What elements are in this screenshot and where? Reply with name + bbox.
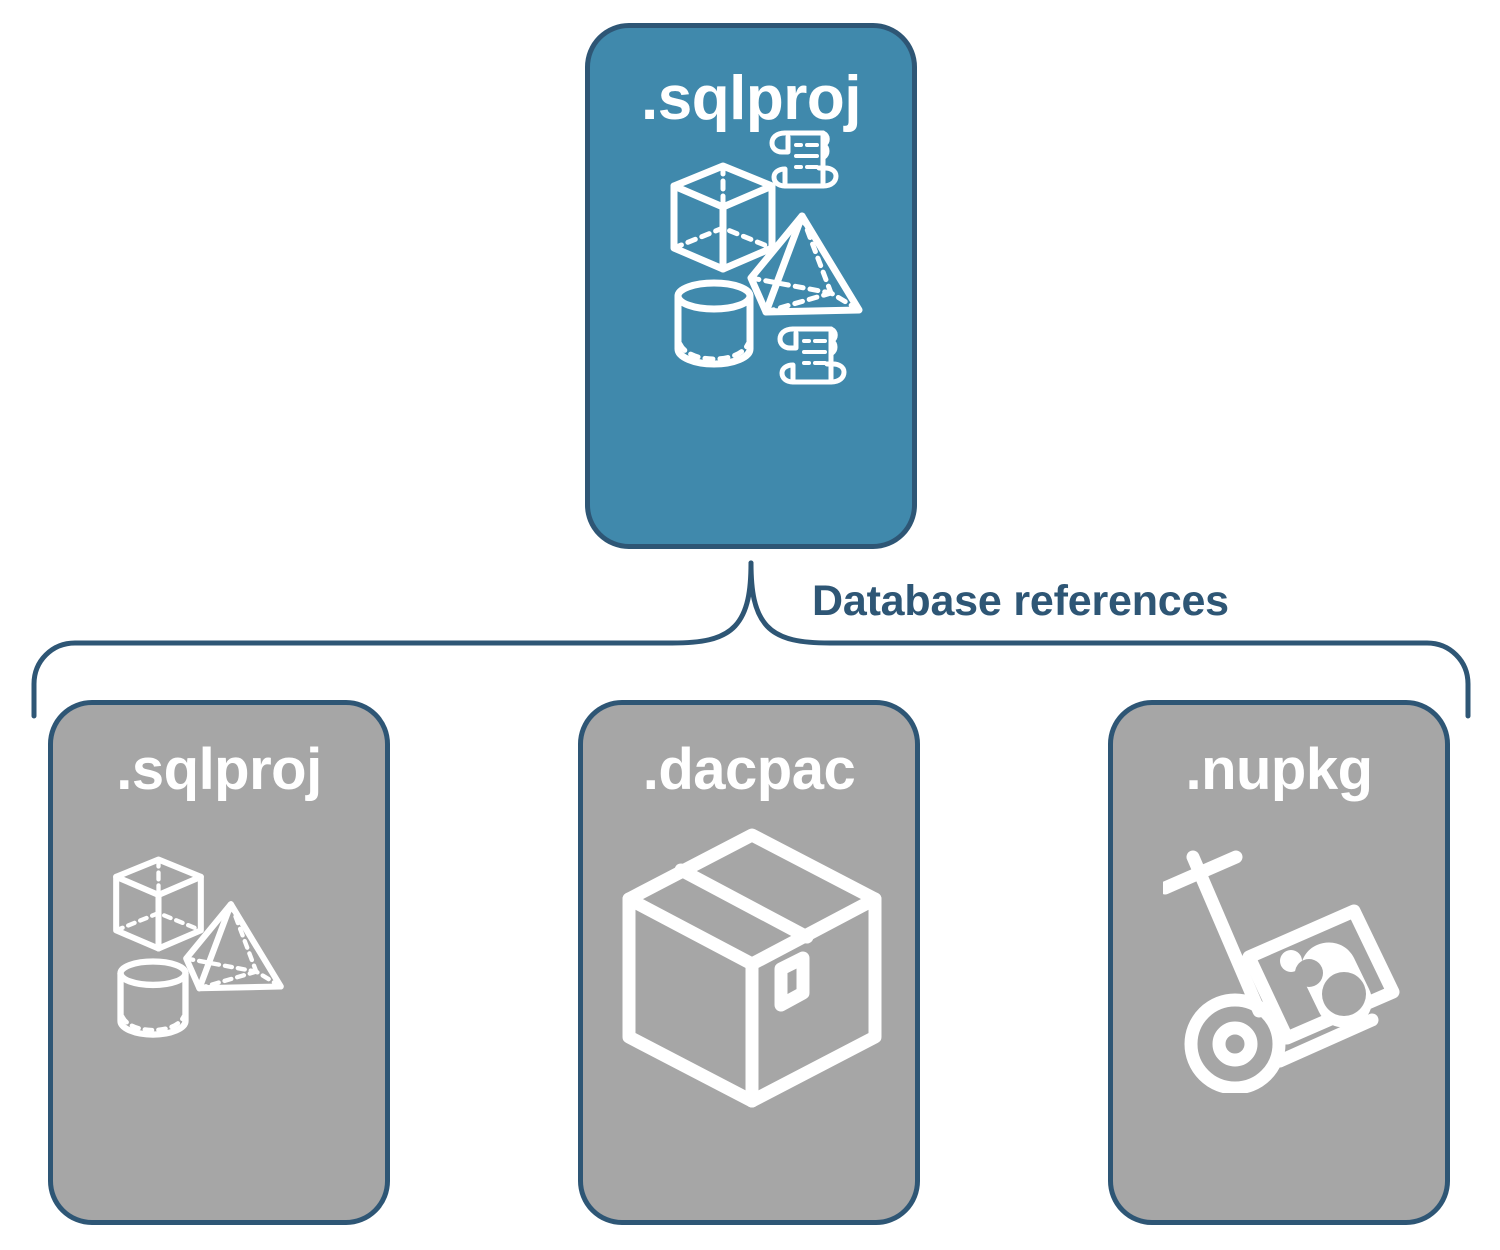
node-icon-group: [1113, 799, 1445, 1220]
scroll-icon: [769, 130, 839, 189]
node-icon-group: [590, 130, 912, 544]
node-nupkg[interactable]: .nupkg: [1108, 700, 1450, 1225]
cylinder-icon: [117, 958, 189, 1038]
connector-label: Database references: [812, 577, 1229, 625]
cylinder-icon: [674, 279, 754, 368]
database-references-brace: [31, 560, 1471, 719]
cube-icon: [113, 856, 204, 952]
node-sqlproj-child[interactable]: .sqlproj: [48, 700, 390, 1225]
pyramid-icon: [183, 901, 284, 992]
package-box-icon: [622, 828, 882, 1108]
node-label: .sqlproj: [116, 737, 322, 802]
node-sqlproj-root[interactable]: .sqlproj: [585, 23, 917, 549]
hand-truck-nuget-icon: [1163, 850, 1400, 1093]
node-label: .nupkg: [1185, 737, 1373, 802]
node-icon-group: [583, 799, 915, 1220]
node-icon-group: [53, 799, 385, 1220]
node-label: .dacpac: [642, 737, 856, 802]
pyramid-icon: [747, 212, 863, 316]
node-dacpac[interactable]: .dacpac: [578, 700, 920, 1225]
node-label: .sqlproj: [641, 64, 861, 133]
scroll-icon: [777, 326, 847, 385]
